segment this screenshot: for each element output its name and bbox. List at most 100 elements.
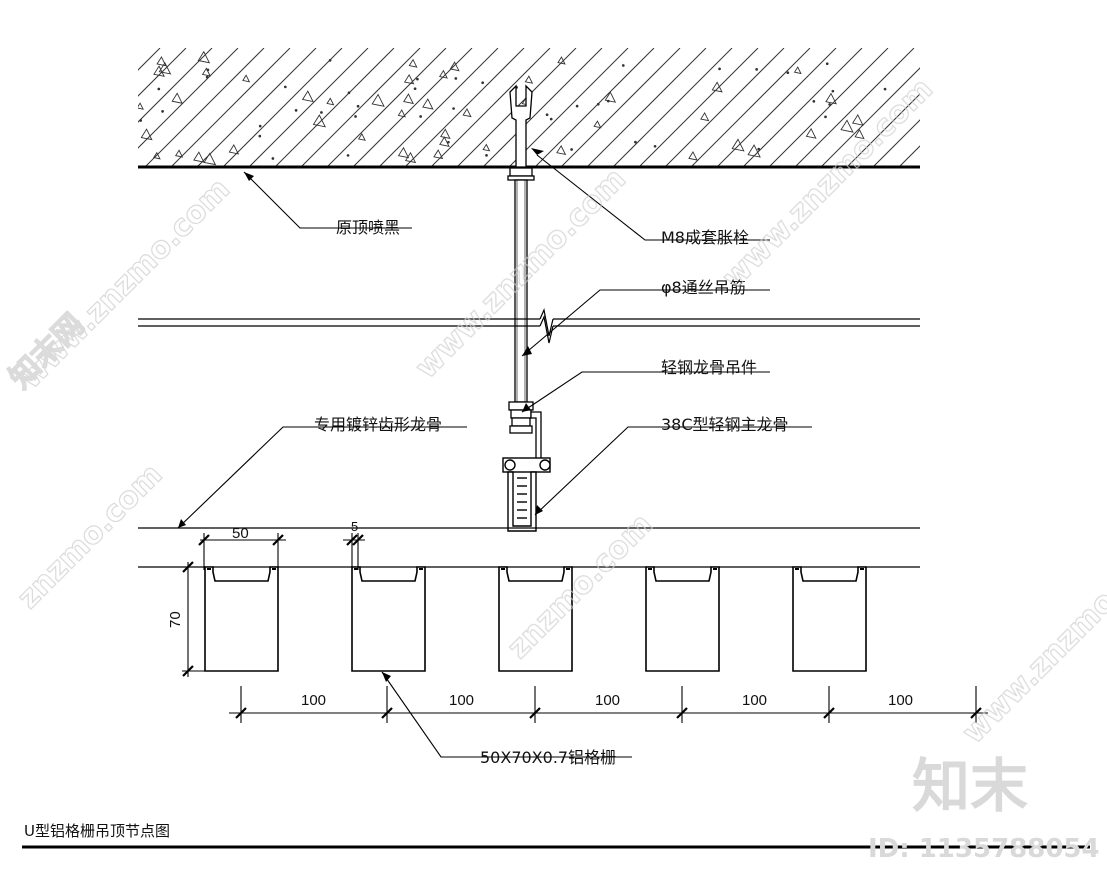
aggregate-dot [786,71,790,75]
aggregate-mark [138,102,144,110]
hanger-rod [514,179,528,403]
hatch-line [715,48,837,168]
aggregate-dot [596,102,600,106]
hatch-line [377,48,499,168]
label-ceiling-paint: 原顶喷黑 [336,218,400,237]
aggregate-mark [404,151,417,164]
u-grille-profile [645,566,720,672]
hatch-line [533,48,655,168]
aggregate-dot [824,115,827,119]
aggregate-mark [301,90,314,103]
dim-spacing-text: 100 [595,692,620,709]
aggregate-mark [556,144,567,156]
aggregate-dot [828,103,831,106]
aggregate-dot [271,157,275,160]
label-hanger-clip: 轻钢龙骨吊件 [661,358,757,377]
aggregate-dot [825,62,829,66]
drawing-title: U型铝格栅吊顶节点图 [24,822,170,840]
watermark-text: www.znzmo.com [716,72,940,296]
aggregate-dot [447,140,450,144]
aggregate-mark [793,66,802,75]
dim-height-text: 70 [167,611,184,628]
hatch-line [1054,48,1107,168]
aggregate-dot [419,115,422,118]
aggregate-mark [156,56,167,67]
aggregate-dot [883,87,887,91]
aggregate-dot [757,147,761,151]
hatch-line [403,48,525,168]
aggregate-dot [454,77,458,80]
aggregate-mark [433,149,444,160]
hatch-line [897,145,920,168]
aggregate-mark [197,50,211,64]
main-keel-c-channel [502,457,551,532]
dim-spacing-text: 100 [742,692,767,709]
concrete-slab [138,48,1107,168]
hatch-line [138,48,187,97]
hatch-line [845,93,920,168]
hatch-line [195,48,317,168]
aggregate-mark [482,143,491,152]
leader-arrowheads [178,148,544,682]
dimensions [182,533,988,723]
aggregate-dot [485,153,488,157]
aggregate-mark [397,146,410,159]
aggregate-mark [203,152,217,166]
aggregate-dot [621,64,625,67]
u-grille-profile [204,566,279,672]
hatch-line [1002,48,1107,168]
carrier-rail [138,527,920,568]
dim-spacing-text: 100 [301,692,326,709]
aggregate-mark [700,112,710,122]
aggregate-dot [157,87,161,91]
aggregate-dot [545,113,549,117]
aggregate-mark [524,75,534,84]
aggregate-dot [831,89,835,93]
aggregate-mark [438,69,448,79]
aggregate-mark [242,74,251,83]
aggregate-dot [161,110,164,113]
leader-lines [177,154,812,758]
aggregate-dot [481,81,485,85]
aggregate-mark [193,151,205,163]
aggregate-mark [158,61,172,75]
aggregate-mark [711,81,723,93]
aggregate-dot [549,117,553,121]
hatch-line [767,48,889,168]
hatch-line [637,48,759,168]
aggregate-dot [283,85,287,89]
aggregate-mark [557,56,566,65]
hatch-line [871,119,920,168]
hatch-line [585,48,707,168]
aggregate-dot [346,154,350,157]
aggregate-mark [408,58,418,68]
aggregate-dot [416,77,419,81]
hatch-line [273,48,395,168]
hatch-line [950,48,1070,168]
hatch-line [741,48,863,168]
hatch-line [138,48,161,71]
hatch-line [1028,48,1107,168]
hatch-line [138,48,213,123]
aggregate-mark [312,114,326,128]
aggregate-dot [356,104,360,108]
aggregate-mark [688,151,698,161]
aggregate-mark [397,109,406,118]
aggregate-mark [440,128,451,139]
u-grille-profile [498,566,573,672]
dim-lip-text: 5 [351,519,358,534]
hatch-line [169,48,291,168]
hatch-line [793,48,915,168]
aggregate-dot [139,119,143,122]
aggregate-mark [403,93,414,105]
dim-spacing-text: 100 [449,692,474,709]
u-grille-profile [351,566,426,672]
aggregate-mark [851,113,864,126]
aggregate-mark [825,92,837,105]
hatch-line [429,48,551,168]
aggregate-mark [174,149,184,158]
aggregate-mark [171,92,183,104]
hatch-line [247,48,369,168]
